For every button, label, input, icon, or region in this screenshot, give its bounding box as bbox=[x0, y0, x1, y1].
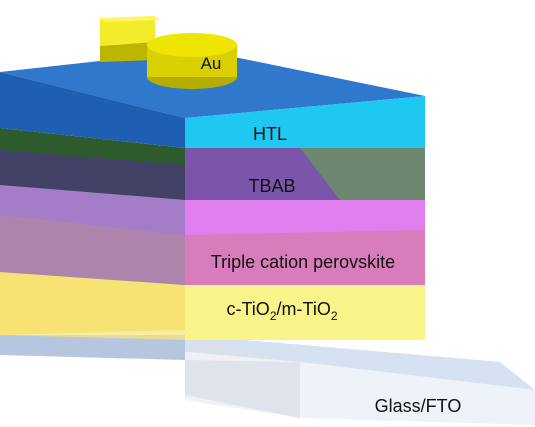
au-electrode bbox=[100, 16, 237, 89]
perovskite-layer bbox=[0, 185, 425, 285]
label-htl: HTL bbox=[253, 124, 287, 144]
label-perovskite: Triple cation perovskite bbox=[211, 252, 395, 272]
label-tio2: c-TiO2/m-TiO2 bbox=[226, 299, 337, 323]
label-au: Au bbox=[201, 54, 222, 73]
tbab-layer bbox=[0, 128, 425, 200]
tio2-layer bbox=[0, 272, 425, 340]
label-tbab: TBAB bbox=[248, 176, 295, 196]
substrate-layer bbox=[0, 335, 535, 425]
label-substrate: Glass/FTO bbox=[375, 396, 462, 416]
